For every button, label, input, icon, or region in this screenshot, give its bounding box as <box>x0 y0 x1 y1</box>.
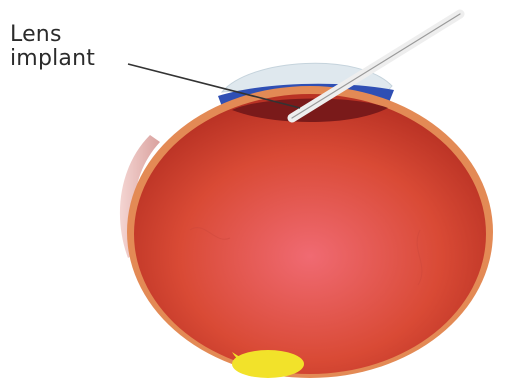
optic-nerve-head <box>232 350 304 378</box>
lens-implant-label-line-2: implant <box>10 46 95 72</box>
lens-implant-label-line-1: Lens <box>10 22 62 48</box>
eyeball <box>134 94 486 374</box>
